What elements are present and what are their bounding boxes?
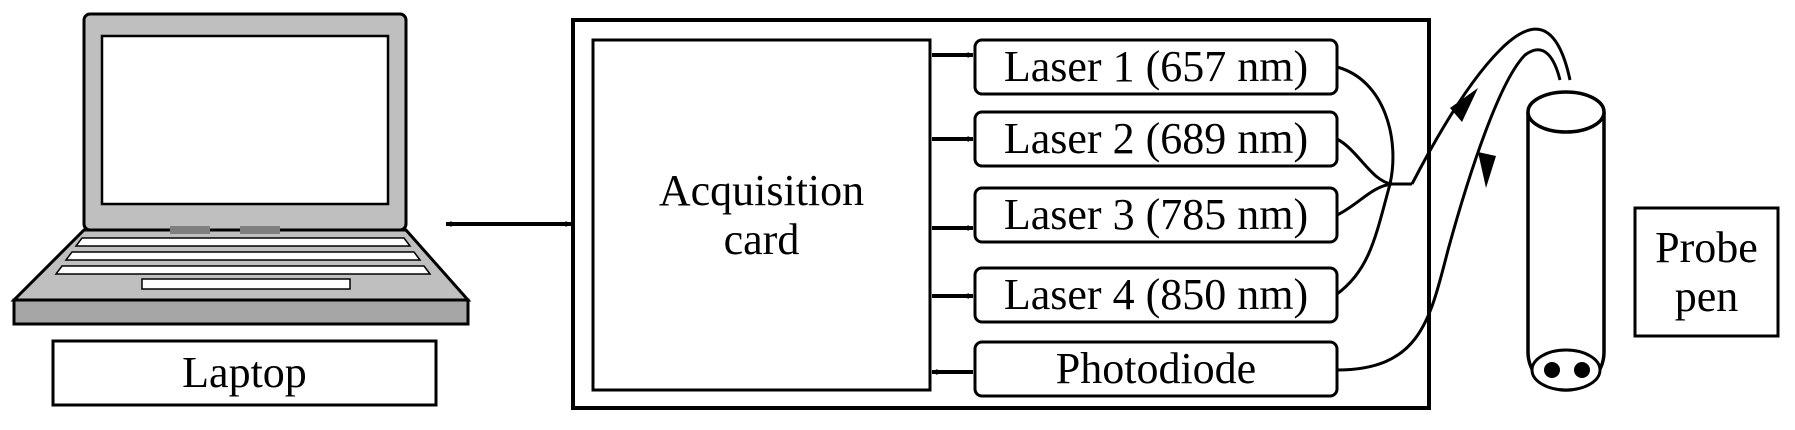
probe-pen-label-box (1633, 206, 1780, 338)
instrument-enclosure (571, 18, 1431, 410)
acquisition-card-box (591, 38, 932, 392)
laptop-icon (10, 12, 472, 326)
laser-fibers (1336, 27, 1572, 372)
laser-2-box (973, 110, 1339, 168)
laser-3-box (973, 186, 1339, 244)
laser-4-box (973, 266, 1339, 324)
detection-arrowhead (1478, 152, 1496, 188)
laptop-label-box (51, 339, 438, 407)
laser-1-box (973, 38, 1339, 96)
emission-arrowhead (1450, 88, 1478, 122)
probe-pen-icon (1526, 90, 1606, 392)
photodiode-box (973, 340, 1339, 398)
